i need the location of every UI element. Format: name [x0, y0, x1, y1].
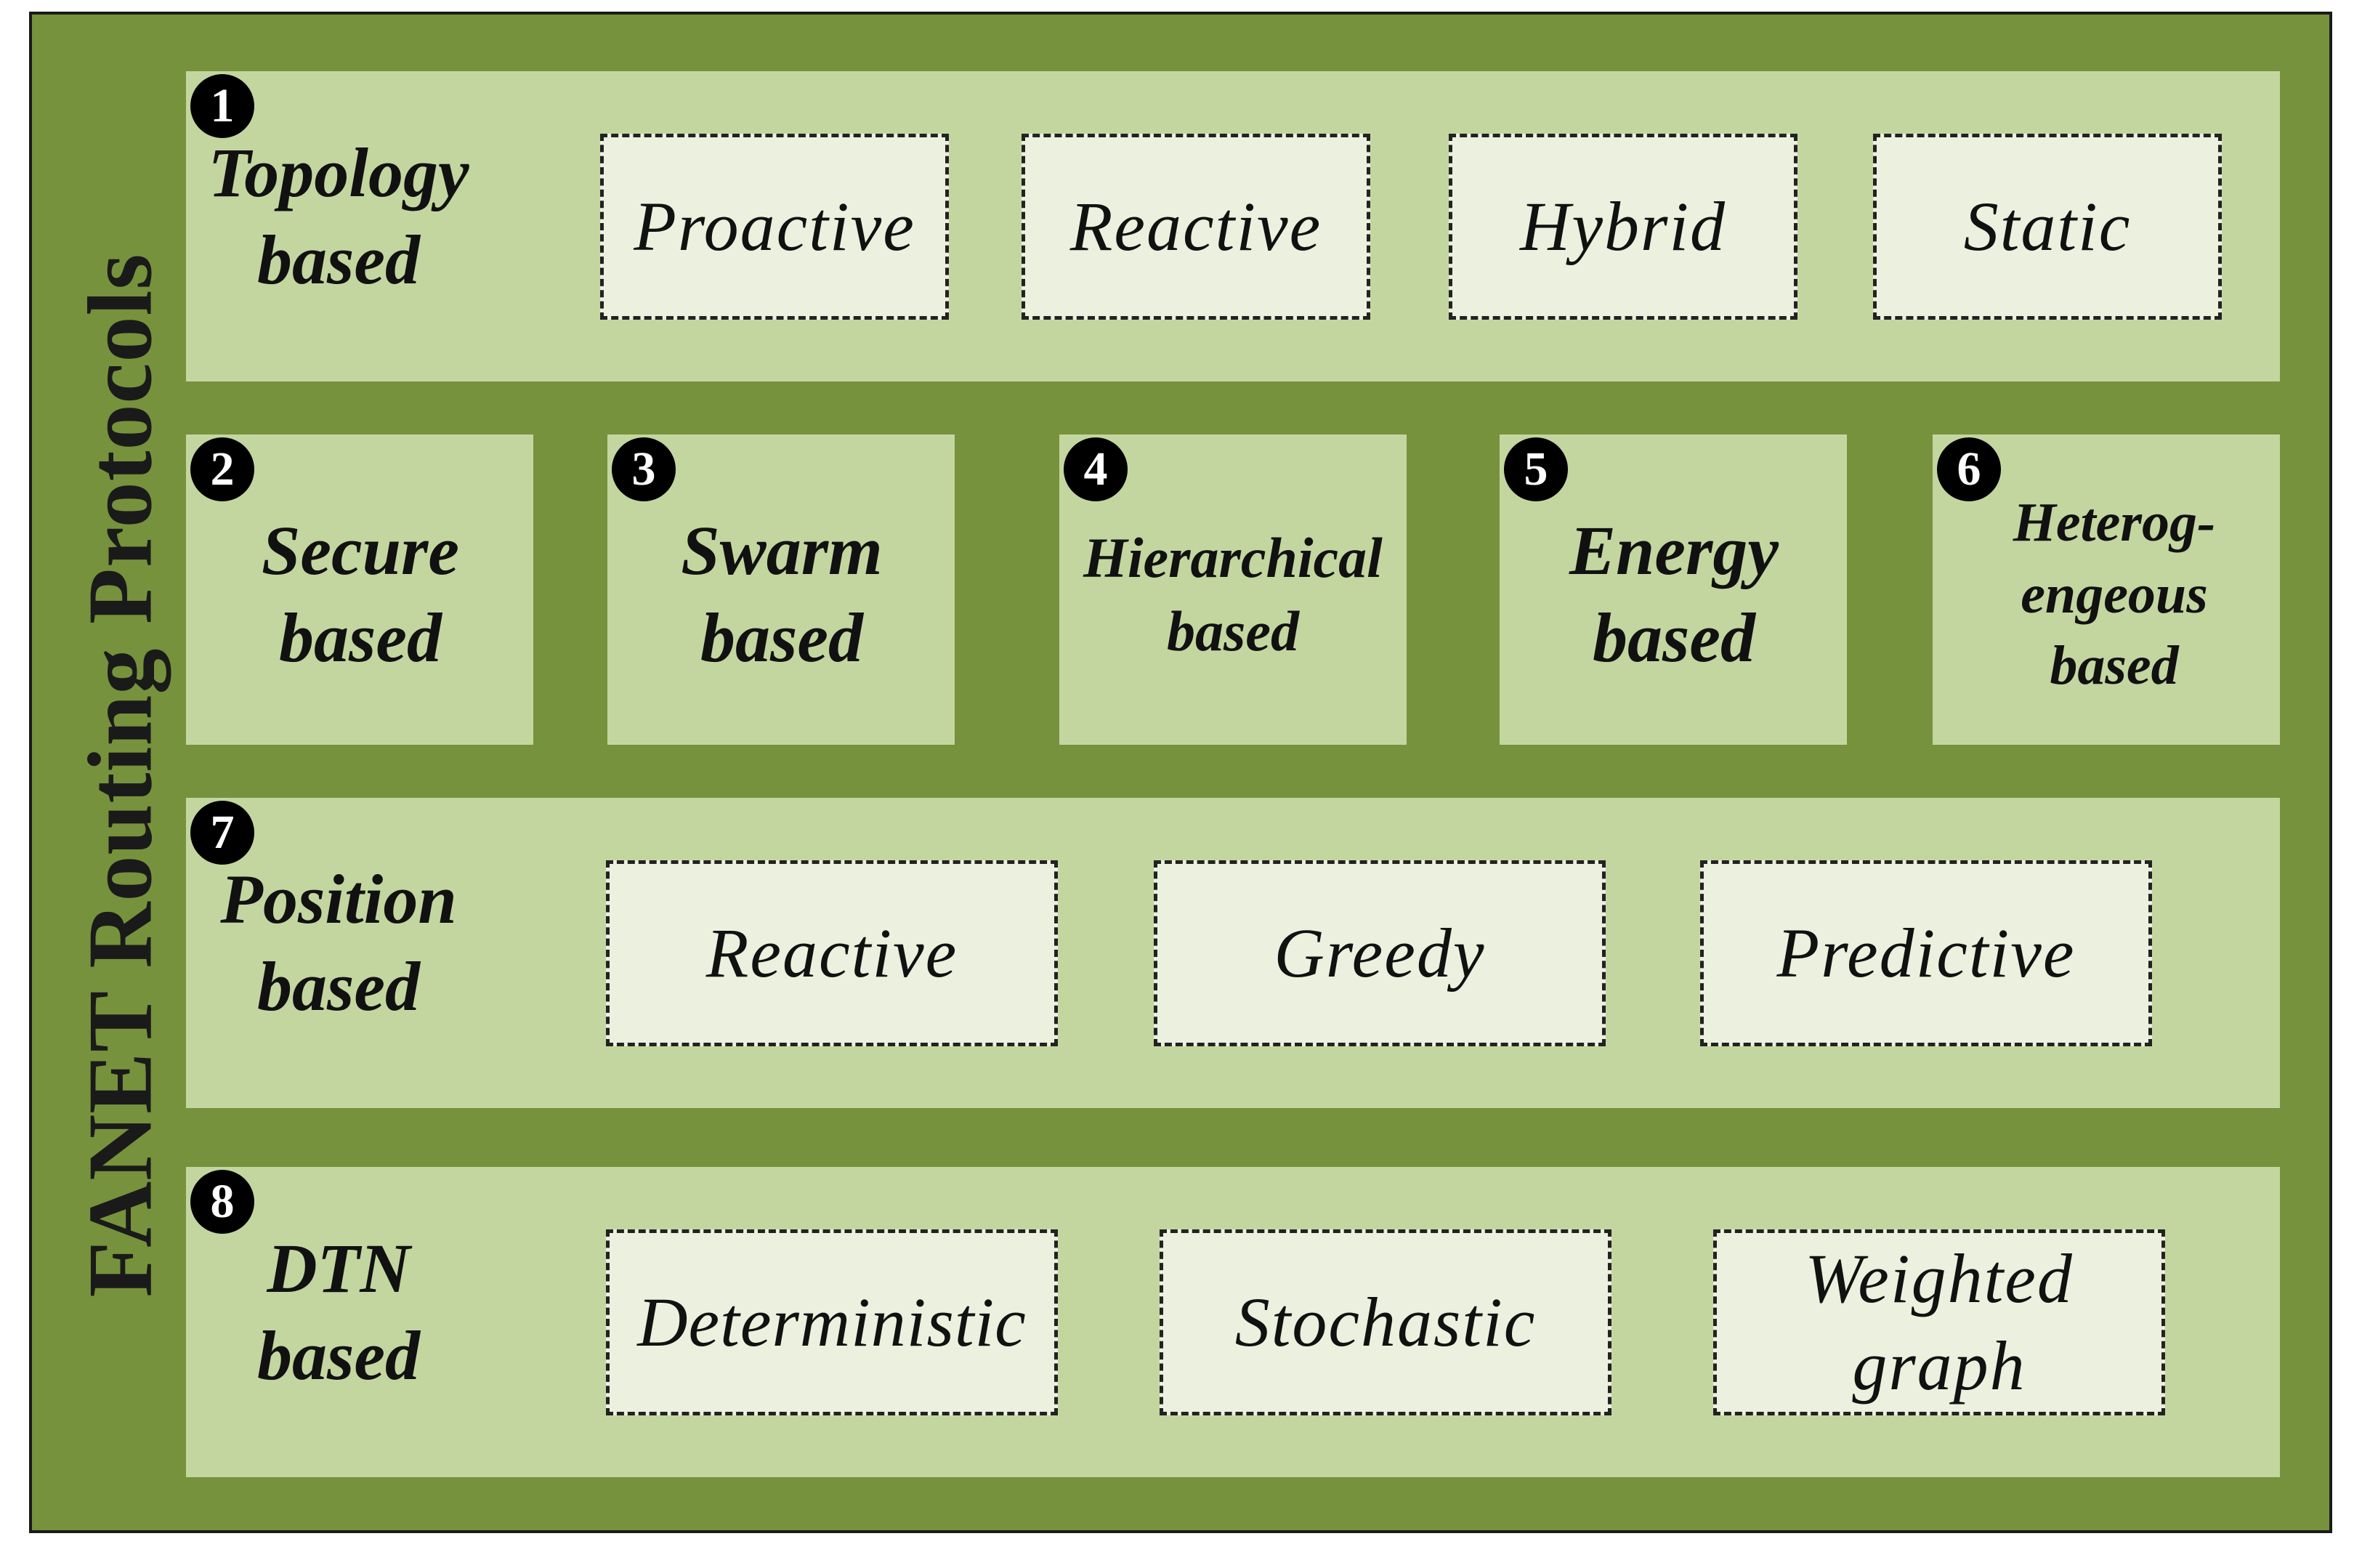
badge-2: 2	[190, 437, 254, 501]
subtype-predictive: Predictive	[1700, 860, 2152, 1046]
panel-hierarchical: 4 Hierarchical based	[1059, 435, 1407, 745]
subtype-reactive: Reactive	[1022, 134, 1370, 320]
subtype-weighted-graph: Weighted graph	[1713, 1229, 2165, 1415]
panel-position: 7 Position based Reactive Greedy Predict…	[186, 798, 2280, 1108]
diagram-title-container: FANET Routing Protocols	[38, 15, 205, 1536]
badge-7: 7	[190, 801, 254, 865]
subtype-position-reactive: Reactive	[606, 860, 1058, 1046]
panel-swarm: 3 Swarm based	[607, 435, 955, 745]
category-dtn: DTN based	[257, 1229, 420, 1394]
category-secure: Secure based	[262, 512, 459, 676]
category-topology: Topology based	[208, 134, 469, 299]
subtype-proactive: Proactive	[600, 134, 949, 320]
panel-energy: 5 Energy based	[1500, 435, 1847, 745]
badge-8: 8	[190, 1170, 254, 1234]
category-hierarchical: Hierarchical based	[1083, 525, 1383, 663]
category-swarm: Swarm based	[681, 512, 883, 676]
panel-secure: 2 Secure based	[186, 435, 533, 745]
diagram-frame: FANET Routing Protocols 1 Topology based…	[29, 12, 2332, 1533]
category-position: Position based	[220, 860, 457, 1025]
badge-6: 6	[1937, 437, 2001, 501]
badge-4: 4	[1064, 437, 1128, 501]
category-heterogeneous: Heterog- engeous based	[2013, 491, 2216, 697]
panel-dtn: 8 DTN based Deterministic Stochastic Wei…	[186, 1167, 2280, 1477]
subtype-static: Static	[1873, 134, 2222, 320]
subtype-greedy: Greedy	[1154, 860, 1606, 1046]
badge-1: 1	[190, 74, 254, 138]
subtype-deterministic: Deterministic	[606, 1229, 1058, 1415]
panel-heterogeneous: 6 Heterog- engeous based	[1933, 435, 2280, 745]
badge-5: 5	[1504, 437, 1568, 501]
panel-topology: 1 Topology based Proactive Reactive Hybr…	[186, 71, 2280, 381]
diagram-title: FANET Routing Protocols	[70, 253, 171, 1298]
category-energy: Energy based	[1569, 512, 1779, 676]
badge-3: 3	[612, 437, 676, 501]
subtype-stochastic: Stochastic	[1160, 1229, 1611, 1415]
subtype-hybrid: Hybrid	[1449, 134, 1797, 320]
